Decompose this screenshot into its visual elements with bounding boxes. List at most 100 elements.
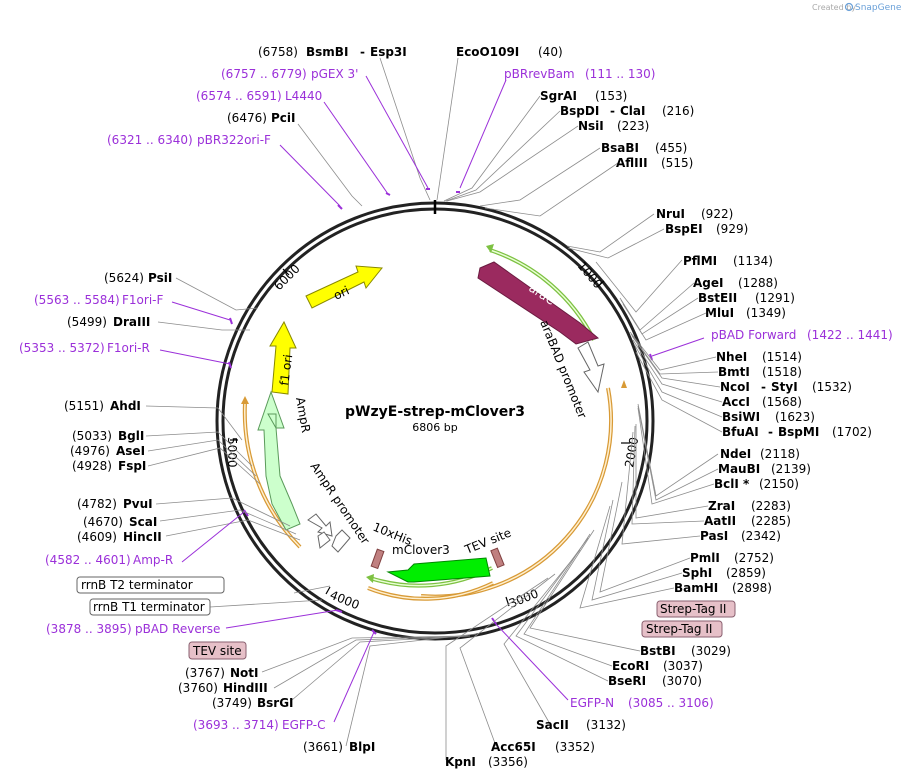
feature-tev-site-box[interactable] <box>188 641 247 660</box>
snapgene-logo-icon <box>844 2 854 12</box>
feature-strep-tag-box[interactable] <box>656 600 736 618</box>
site-name[interactable]: BlpI <box>349 740 375 754</box>
site-name[interactable]: PasI <box>700 529 728 543</box>
tick-label-6000: 6000 <box>271 262 302 293</box>
primer-tick-f1orir <box>228 361 232 369</box>
site-name[interactable]: AseI <box>116 444 145 458</box>
site-name[interactable]: BspEI <box>665 222 703 236</box>
primer-name[interactable]: Amp-R <box>133 553 173 567</box>
site-name[interactable]: NruI <box>656 207 685 221</box>
feature-strep-tag-box[interactable] <box>641 620 723 638</box>
feature-arabad-promoter-arrow[interactable] <box>577 341 605 394</box>
primer-name[interactable]: EGFP-C <box>282 718 325 732</box>
site-name[interactable]: SacII <box>536 718 569 732</box>
site-name[interactable]: BspMI <box>778 425 819 439</box>
site-name[interactable]: NdeI <box>720 447 751 461</box>
site-name[interactable]: ScaI <box>129 515 157 529</box>
feature-rrnb-t2-arrow[interactable] <box>331 529 351 553</box>
site-name[interactable]: AatII <box>704 514 736 528</box>
site-pos: (40) <box>538 45 563 59</box>
feature-ampr-arrow[interactable] <box>257 390 301 531</box>
site-name[interactable]: BglI <box>118 429 144 443</box>
site-name[interactable]: MauBI <box>718 462 760 476</box>
site-name[interactable]: SgrAI <box>540 89 577 103</box>
feature-rrnb-t1-box[interactable] <box>89 598 211 616</box>
feature-rrnb-t2-box[interactable] <box>76 576 225 594</box>
site-pos: (2118) <box>760 447 800 461</box>
site-name[interactable]: MluI <box>705 306 734 320</box>
orf-arc-mclover-end <box>366 574 374 583</box>
site-pos: (1702) <box>832 425 872 439</box>
site-name[interactable]: BmtI <box>718 365 750 379</box>
site-name[interactable]: BsrGI <box>257 696 294 710</box>
site-name[interactable]: SphI <box>682 566 712 580</box>
site-name[interactable]: AccI <box>722 395 750 409</box>
site-name[interactable]: DraIII <box>113 315 150 329</box>
primer-range: (5563 .. 5584) <box>34 293 120 307</box>
primer-name[interactable]: F1ori-F <box>122 293 163 307</box>
site-name[interactable]: BamHI <box>674 581 718 595</box>
primer-name[interactable]: L4440 <box>285 89 322 103</box>
site-name[interactable]: Acc65I <box>491 740 536 754</box>
feature-10xhis-box[interactable] <box>370 548 385 570</box>
site-name[interactable]: BseRI <box>608 674 646 688</box>
site-name[interactable]: NheI <box>716 350 747 364</box>
feature-tev-site-box[interactable] <box>490 547 505 569</box>
site-name[interactable]: ClaI <box>620 104 645 118</box>
primer-name[interactable]: pBR322ori-F <box>197 133 271 147</box>
feature-tev-site-box-label: TEV site <box>192 644 242 658</box>
site-name[interactable]: PflMI <box>683 254 717 268</box>
feature-rrnb-t1-arrow[interactable] <box>317 531 331 549</box>
watermark-brand: SnapGene <box>855 3 902 13</box>
feature-mclover3-arrow[interactable] <box>386 557 491 583</box>
feature-arac-arrow[interactable] <box>477 261 600 345</box>
site-name[interactable]: PvuI <box>123 497 153 511</box>
site-name[interactable]: BspDI <box>560 104 599 118</box>
site-name[interactable]: BsaBI <box>601 141 639 155</box>
site-name[interactable]: PciI <box>271 111 296 125</box>
site-name[interactable]: HindIII <box>223 681 268 695</box>
site-name[interactable]: BclI * <box>714 477 750 491</box>
primer-name[interactable]: pBRrevBam <box>504 67 575 81</box>
site-name[interactable]: BstBI <box>640 644 676 658</box>
site-name[interactable]: PmlI <box>690 551 720 565</box>
site-name[interactable]: FspI <box>118 459 146 473</box>
site-name[interactable]: BstEII <box>698 291 737 305</box>
site-name[interactable]: KpnI <box>445 755 476 769</box>
primer-range: (6574 .. 6591) <box>196 89 282 103</box>
feature-rrnb-t2-label: rrnB T2 terminator <box>81 578 193 592</box>
site-name[interactable]: BsiWI <box>722 410 760 424</box>
site-name[interactable]: AhdI <box>110 399 141 413</box>
primer-name[interactable]: EGFP-N <box>570 696 614 710</box>
tick-mark-4000 <box>325 586 331 595</box>
feature-ampr-promoter-arrow[interactable] <box>307 513 333 537</box>
site-name[interactable]: StyI <box>771 380 798 394</box>
site-name[interactable]: Esp3I <box>370 45 407 59</box>
site-name[interactable]: PsiI <box>148 271 172 285</box>
site-pos: (4976) <box>70 444 110 458</box>
site-dash: - <box>768 425 773 439</box>
primer-name[interactable]: pGEX 3' <box>311 67 358 81</box>
tick-label-5000: 5000 <box>225 437 239 468</box>
feature-ori-label: ori <box>331 283 351 302</box>
site-name[interactable]: EcoO109I <box>456 45 519 59</box>
primer-name[interactable]: pBAD Reverse <box>135 622 220 636</box>
site-name[interactable]: BfuAI <box>722 425 759 439</box>
site-name[interactable]: NotI <box>230 666 259 680</box>
site-name[interactable]: EcoRI <box>612 659 649 673</box>
site-pos: (3070) <box>662 674 702 688</box>
site-name[interactable]: AgeI <box>693 276 723 290</box>
site-name[interactable]: BsmBI <box>306 45 348 59</box>
site-name[interactable]: HincII <box>123 530 162 544</box>
tick-label-4000: 4000 <box>328 588 362 612</box>
site-name[interactable]: ZraI <box>708 499 735 513</box>
feature-ori-arrow[interactable] <box>305 265 383 309</box>
site-pos: (4670) <box>83 515 123 529</box>
primer-name[interactable]: pBAD Forward <box>711 328 796 342</box>
site-pos: (929) <box>716 222 748 236</box>
site-name[interactable]: NsiI <box>578 119 604 133</box>
site-name[interactable]: AflIII <box>616 156 648 170</box>
feature-f1ori-arrow[interactable] <box>269 320 297 395</box>
primer-name[interactable]: F1ori-R <box>107 341 150 355</box>
site-name[interactable]: NcoI <box>720 380 750 394</box>
